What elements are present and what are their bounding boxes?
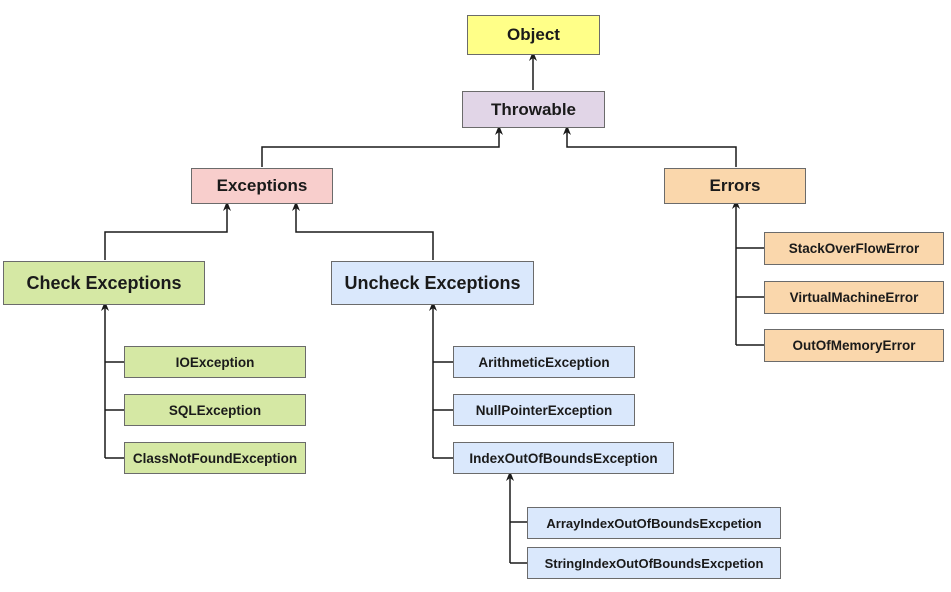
node-object: Object (467, 15, 600, 55)
link-check-exceptions (104, 201, 231, 260)
node-throwable: Throwable (462, 91, 605, 128)
node-array-index-out-of-bounds: ArrayIndexOutOfBoundsExcpetion (527, 507, 781, 539)
node-class-not-found-exception: ClassNotFoundException (124, 442, 306, 474)
node-virtual-machine-error: VirtualMachineError (764, 281, 944, 314)
node-string-index-out-of-bounds: StringIndexOutOfBoundsExcpetion (527, 547, 781, 579)
node-null-pointer-exception: NullPointerException (453, 394, 635, 426)
link-exceptions-throwable (261, 125, 503, 167)
link-errors-throwable (563, 125, 737, 167)
node-uncheck-exceptions: Uncheck Exceptions (331, 261, 534, 305)
node-arithmetic-exception: ArithmeticException (453, 346, 635, 378)
node-check-exceptions: Check Exceptions (3, 261, 205, 305)
node-io-exception: IOException (124, 346, 306, 378)
node-stack-overflow-error: StackOverFlowError (764, 232, 944, 265)
node-errors: Errors (664, 168, 806, 204)
node-index-out-of-bounds-exception: IndexOutOfBoundsException (453, 442, 674, 474)
node-exceptions: Exceptions (191, 168, 333, 204)
node-sql-exception: SQLException (124, 394, 306, 426)
node-out-of-memory-error: OutOfMemoryError (764, 329, 944, 362)
link-uncheck-exceptions (292, 201, 434, 260)
